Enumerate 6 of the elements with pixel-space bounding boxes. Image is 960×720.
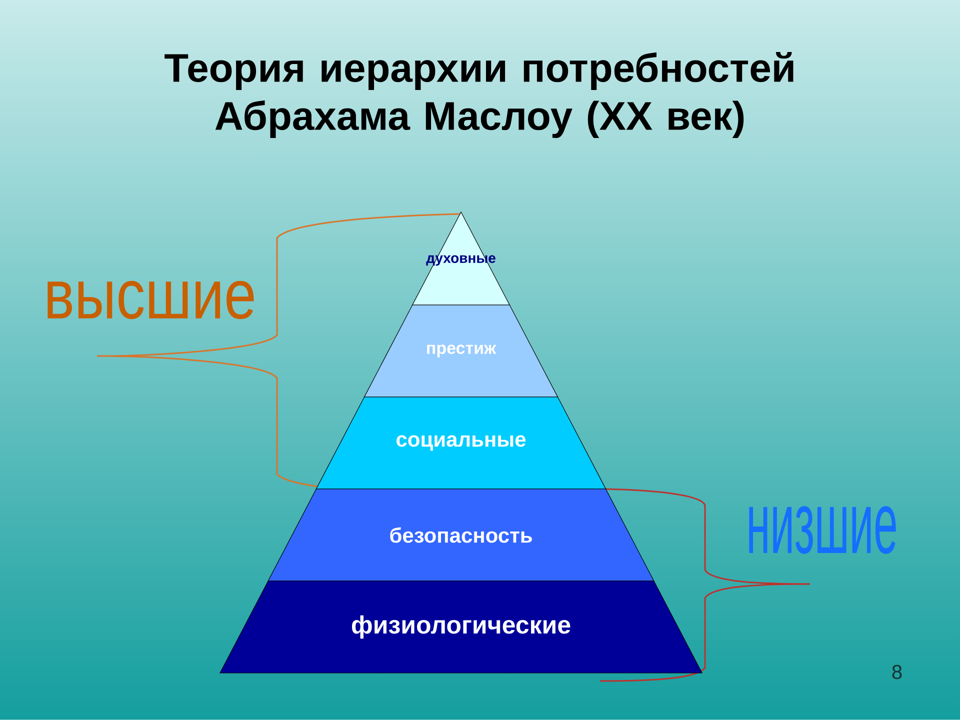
pyramid-level: социальные — [316, 396, 606, 490]
side-label: высшие — [48, 280, 254, 320]
pyramid-level: безопасность — [268, 488, 654, 582]
page-number: 8 — [892, 664, 902, 680]
side-label: низшие — [749, 506, 896, 554]
title: Теория иерархии потребностей Абрахама Маслоу (XX век) — [164, 52, 794, 138]
